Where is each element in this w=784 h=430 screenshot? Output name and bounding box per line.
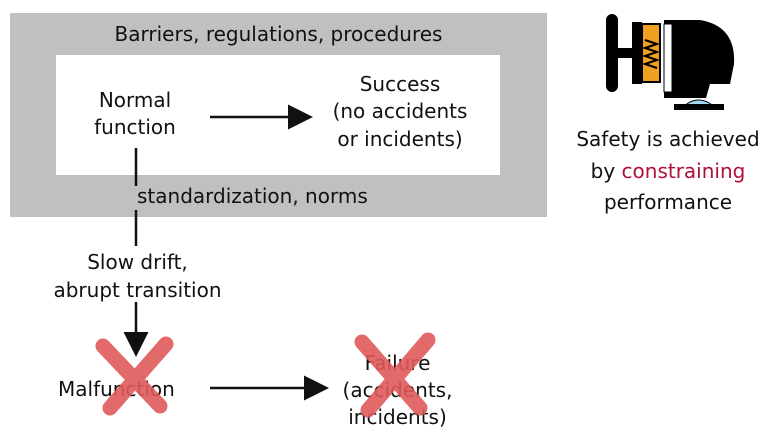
normal-function-line2: function [94, 115, 176, 139]
barriers-label: Barriers, regulations, procedures [114, 22, 443, 46]
normal-operation-box [56, 55, 500, 175]
vise-clamp-icon [606, 14, 735, 110]
cross-mark-icon [354, 332, 436, 418]
caption-line3: performance [603, 190, 733, 214]
constraining-emphasis: constraining [621, 159, 746, 183]
success-line2: (no accidents [332, 99, 468, 123]
cross-mark-icon [95, 336, 174, 416]
normal-function-line1: Normal [98, 88, 172, 112]
caption-line2: by constraining [590, 159, 746, 183]
success-line1: Success [359, 72, 441, 96]
success-line3: or incidents) [337, 127, 463, 151]
standardization-label: standardization, norms [137, 184, 368, 208]
drift-line1: Slow drift, [87, 250, 188, 274]
caption-line1: Safety is achieved [576, 127, 760, 151]
drift-line2: abrupt transition [53, 278, 222, 302]
